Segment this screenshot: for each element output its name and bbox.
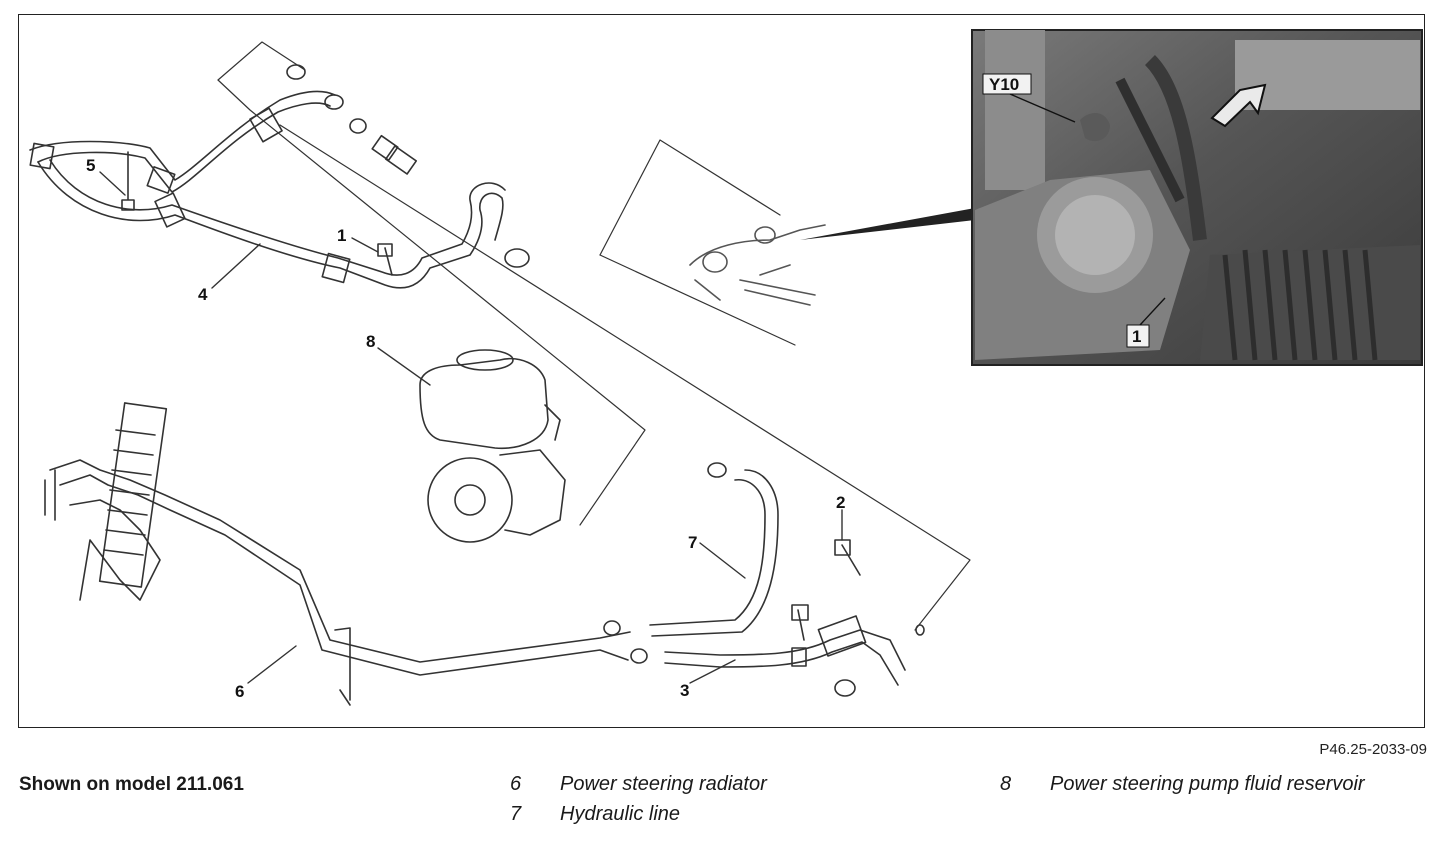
callout-3: 3	[680, 681, 689, 700]
callout-5: 5	[86, 156, 95, 175]
legend-item-7: 7 Hydraulic line	[510, 803, 680, 826]
legend-number: 6	[510, 773, 522, 795]
legend-number: 8	[1000, 773, 1012, 795]
fittings-and-seals	[286, 64, 925, 697]
callout-leaders	[99, 171, 843, 684]
legend-description: Power steering radiator	[560, 773, 767, 795]
photo-arrow-icon	[1210, 83, 1267, 128]
inset-photo: Y10 1	[971, 29, 1423, 366]
callout-4: 4	[198, 285, 208, 304]
callout-7: 7	[688, 533, 697, 552]
model-note: Shown on model 211.061	[19, 774, 244, 795]
power-steering-pump	[419, 349, 566, 543]
legend-item-6: 6 Power steering radiator	[510, 773, 767, 796]
upper-hose-assembly	[29, 90, 506, 289]
return-line	[664, 615, 906, 686]
legend-item-8: 8 Power steering pump fluid reservoir	[1000, 773, 1365, 796]
callout-6: 6	[235, 682, 244, 701]
legend-number: 7	[510, 803, 522, 825]
hydraulic-line	[649, 469, 779, 637]
legend-description: Power steering pump fluid reservoir	[1050, 773, 1365, 795]
legend-description: Hydraulic line	[560, 803, 681, 825]
photo-label-y10: Y10	[989, 75, 1019, 94]
assembly-leader-lines	[217, 41, 971, 631]
steering-gear-sketch	[689, 224, 826, 306]
figure-reference-code: P46.25-2033-09	[1319, 741, 1427, 758]
callout-1: 1	[337, 226, 346, 245]
photo-pointer	[800, 208, 975, 240]
power-steering-radiator	[44, 402, 631, 706]
callout-numbers: 5 1 4 8 7 2 6 3	[86, 156, 845, 701]
callout-2: 2	[836, 493, 845, 512]
photo-label-1: 1	[1132, 327, 1141, 346]
callout-8: 8	[366, 332, 375, 351]
